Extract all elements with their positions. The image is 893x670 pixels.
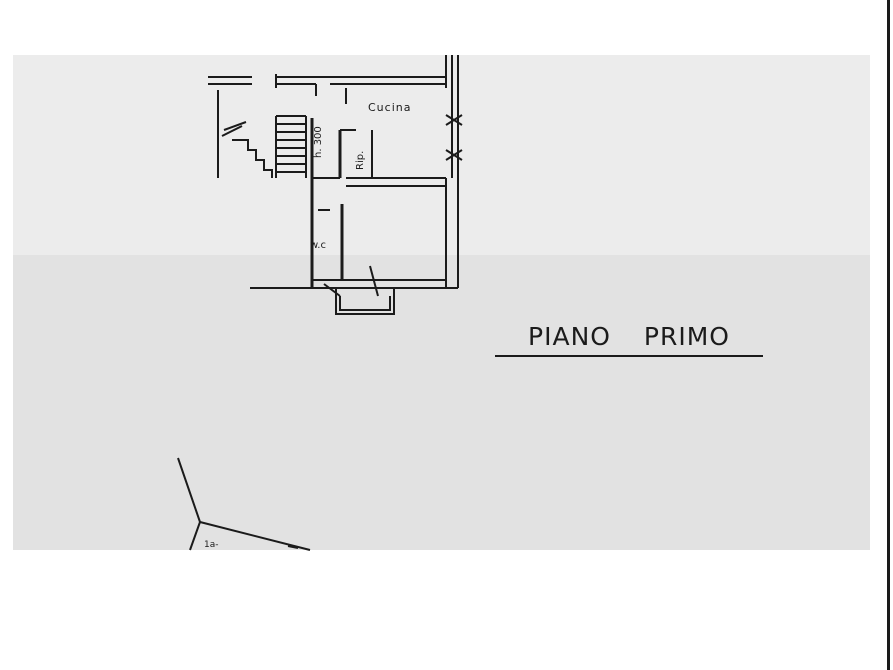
scan-band-bottom (13, 255, 870, 550)
window-right-a (445, 114, 463, 126)
balcony-outline (335, 288, 395, 315)
stair-treads (276, 115, 306, 173)
survey-tick (287, 545, 299, 549)
floor-title-underline (495, 355, 763, 357)
label-ceiling-height: h. 300 (313, 126, 324, 158)
survey-line-diagonal (199, 521, 311, 551)
floor-title-block: PIANO PRIMO (495, 322, 763, 358)
label-kitchen: Cucina (368, 101, 412, 114)
label-storage: Rip. (355, 150, 366, 170)
stair-steps-left (232, 139, 273, 178)
scan-edge-line (887, 0, 890, 670)
stair-landing (221, 121, 247, 137)
door-swings (323, 265, 379, 297)
window-right-b (445, 149, 463, 161)
survey-line-left (177, 457, 202, 551)
floor-title: PIANO PRIMO (528, 322, 730, 351)
scan-band-top (13, 55, 870, 255)
label-bathroom: w.c (310, 240, 326, 251)
balcony-inner (339, 296, 391, 311)
label-corner: 1a- (204, 540, 219, 550)
floor-plan-scan (13, 55, 870, 550)
